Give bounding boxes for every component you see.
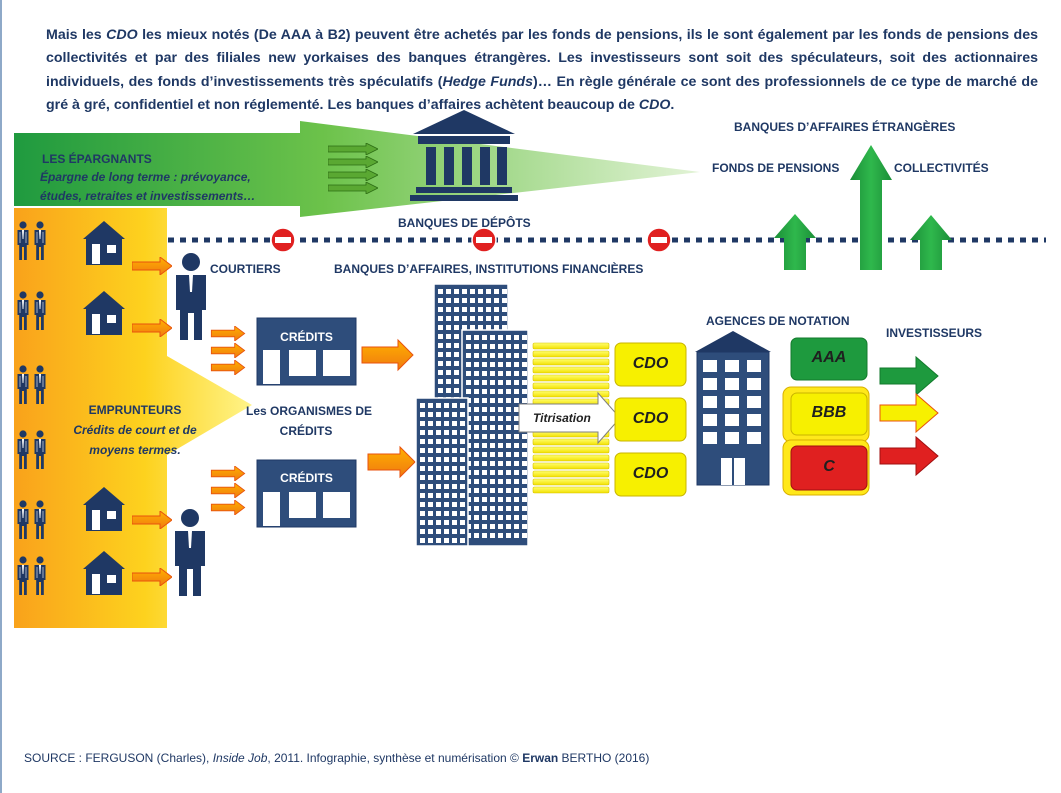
page-left-border [0, 0, 2, 793]
broker-figure [175, 509, 205, 596]
investisseurs-label: INVESTISSEURS [886, 326, 983, 340]
courtiers-label: COURTIERS [210, 262, 281, 276]
cdo-box [614, 452, 687, 497]
cdo-box [614, 342, 687, 387]
source-footer: SOURCE : FERGUSON (Charles), Inside Job,… [24, 751, 650, 765]
agences-notation-label: AGENCES DE NOTATION [706, 314, 850, 328]
no-entry-sign [471, 227, 497, 253]
investor-arrow-aaa [879, 355, 939, 397]
epargnants-desc-2: études, retraites et investissements… [40, 189, 256, 203]
investor-arrow-bbb [879, 392, 939, 434]
credits-box-top [256, 317, 357, 386]
credits-box-bottom [256, 459, 357, 528]
banques-affaires-label: BANQUES D’AFFAIRES, INSTITUTIONS FINANCI… [334, 262, 644, 276]
broker-figure [176, 253, 206, 340]
rating-aaa-box [790, 337, 868, 381]
rating-aaa-label: AAA [811, 349, 847, 366]
emprunteurs-desc-2: moyens termes. [89, 443, 181, 457]
intro-paragraph: Mais les CDO les mieux notés (De AAA à B… [46, 27, 1038, 114]
rating-bbb-label: BBB [811, 404, 847, 421]
rating-bbb-box [790, 392, 868, 436]
savings-flow-band [14, 121, 700, 217]
rating-c-box [790, 445, 868, 491]
cdo-label: CDO [632, 355, 669, 372]
no-entry-sign [270, 227, 296, 253]
banques-etrangeres-up-arrow [850, 145, 892, 270]
investor-arrow-c [879, 435, 939, 477]
investment-banks-towers [415, 283, 529, 547]
emprunteurs-title: EMPRUNTEURS [88, 403, 182, 417]
credits-title-bottom: CRÉDITS [280, 471, 333, 485]
epargnants-desc-1: Épargne de long terme : prévoyance, [40, 170, 251, 184]
organismes-label-1: Les ORGANISMES DE [246, 404, 373, 418]
titrisation-arrow [518, 391, 621, 445]
cdo-label: CDO [632, 465, 669, 482]
borrowers-flow-band [14, 208, 252, 628]
collectivites-label: COLLECTIVITÉS [894, 161, 989, 175]
rating-c-label: C [823, 458, 835, 475]
titrisation-label: Titrisation [533, 411, 591, 425]
deposit-bank-icon [410, 110, 518, 201]
cdo-label: CDO [632, 410, 669, 427]
rating-agency-building [695, 331, 771, 486]
fonds-pensions-up-arrow [774, 214, 816, 270]
no-entry-sign [646, 227, 672, 253]
cdo-box [614, 397, 687, 442]
collectivites-up-arrow [910, 215, 952, 270]
emprunteurs-desc-1: Crédits de court et de [73, 423, 197, 437]
fonds-pensions-label: FONDS DE PENSIONS [712, 161, 840, 175]
banques-etrangeres-label: BANQUES D’AFFAIRES ÉTRANGÈRES [734, 120, 956, 134]
credits-title-top: CRÉDITS [280, 330, 333, 344]
credits-to-banks-arrow [367, 445, 416, 479]
organismes-label-2: CRÉDITS [279, 424, 333, 438]
credits-to-banks-arrow [361, 338, 414, 372]
banques-depots-label: BANQUES DE DÉPÔTS [398, 216, 531, 230]
epargnants-title: LES ÉPARGNANTS [42, 152, 152, 166]
